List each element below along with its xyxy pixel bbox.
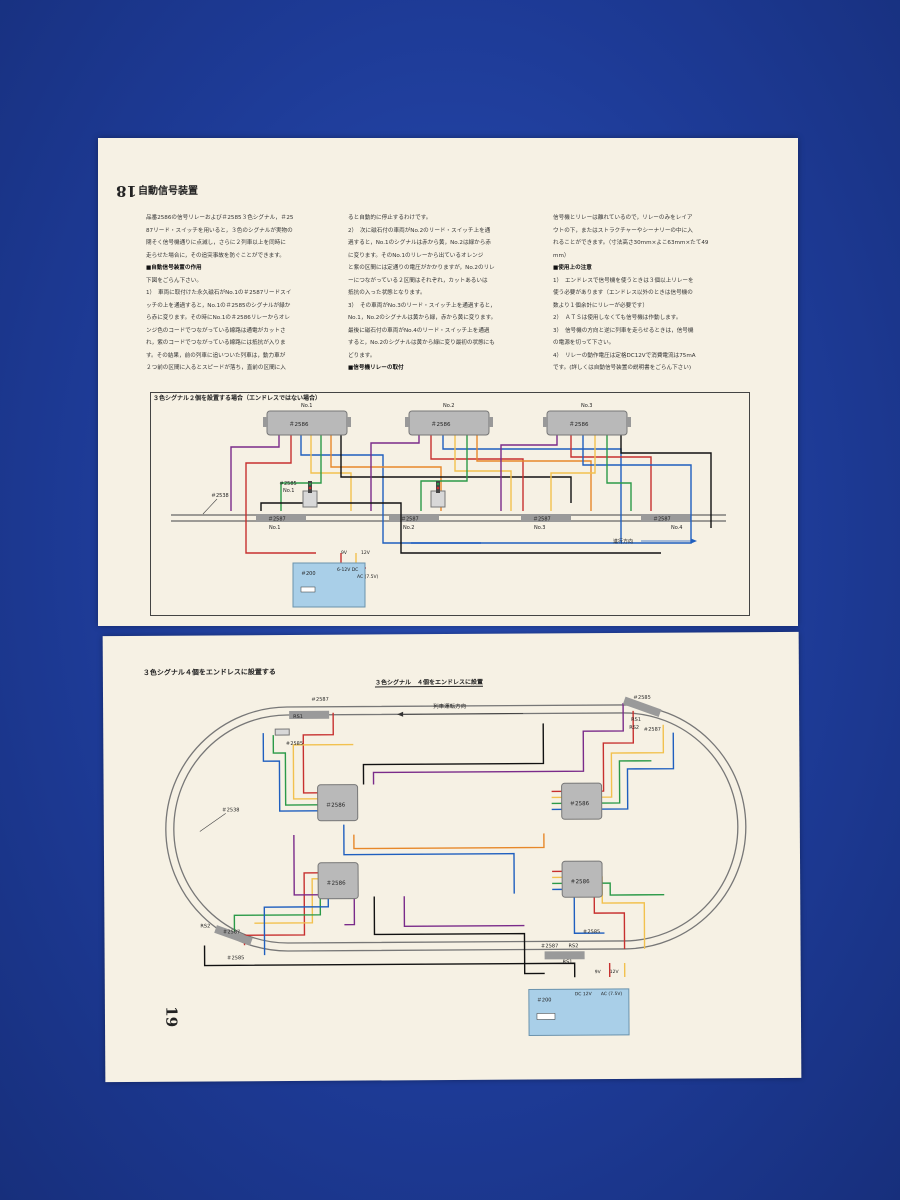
svg-text:＃2586: ＃2586 <box>289 421 309 428</box>
svg-text:RS2: RS2 <box>200 923 210 929</box>
relay-no2: ＃2586 No.2 <box>405 403 493 436</box>
reed-label-3: ＃2587 <box>533 517 551 523</box>
svg-text:＃200: ＃200 <box>301 571 316 577</box>
power-pack-2: ＃200 9V 12V DC 12V AC (7.5V) <box>528 969 630 1037</box>
svg-text:＃2538: ＃2538 <box>222 807 240 813</box>
reed-label-2: ＃2587 <box>401 517 419 523</box>
wiring-diagram-1: ３色シグナル２個を設置する場合（エンドレスではない場合） ＃2587 ＃2587… <box>150 392 750 616</box>
svg-text:AC (7.5V): AC (7.5V) <box>357 574 379 580</box>
svg-text:12V: 12V <box>610 969 620 975</box>
relay-no3: ＃2586 No.3 <box>543 403 631 436</box>
svg-text:＃2586: ＃2586 <box>570 878 590 885</box>
train-direction-arrow: 列車運転方向 <box>397 702 524 717</box>
page-19: 19 ３色シグナル４個をエンドレスに設置する ３色シグナル ４個をエンドレスに設… <box>102 631 802 1083</box>
power-pack: ＃200 9V 12V 6-12V DC AC (7.5V) <box>292 550 379 608</box>
svg-text:＃2586: ＃2586 <box>326 802 346 809</box>
signal-no2 <box>430 481 446 508</box>
relay-top-left: ＃2586 <box>317 784 359 822</box>
relay-bottom-left: ＃2586 <box>317 862 359 900</box>
svg-text:＃2586: ＃2586 <box>326 880 346 887</box>
svg-text:9V: 9V <box>341 550 348 556</box>
reed-switch-2 <box>389 514 439 522</box>
relay-bottom-right: ＃2586 <box>561 860 603 898</box>
text-column-2: ると自動的に停止するわけです。2） 次に磁石付の車両がNo.2のリード・スイッチ… <box>348 215 497 371</box>
diagram-title: ３色シグナル２個を設置する場合（エンドレスではない場合） <box>153 395 322 402</box>
svg-text:＃2585: ＃2585 <box>582 929 600 935</box>
svg-text:＃2586: ＃2586 <box>569 421 589 428</box>
wiring-diagram-2-svg: 列車運転方向 <box>165 695 747 1037</box>
svg-text:＃200: ＃200 <box>537 997 552 1003</box>
svg-text:RS2: RS2 <box>569 943 579 949</box>
svg-text:RS1: RS1 <box>563 959 573 965</box>
svg-text:RS1: RS1 <box>293 714 303 720</box>
signal-top-right: ＃2585 RS1 RS2 ＃2587 <box>622 695 662 733</box>
svg-text:＃2585: ＃2585 <box>279 481 297 487</box>
signal-bottom-left: RS2 ＃2587 ＃2585 <box>200 923 253 961</box>
svg-text:＃2587: ＃2587 <box>311 697 329 703</box>
relay-top-right: ＃2586 <box>561 782 603 820</box>
page-18: 18 自動信号装置 品番2586の信号リレーおよび＃2585３色シグナル，＃25… <box>98 138 798 626</box>
svg-text:＃2587: ＃2587 <box>541 943 559 949</box>
feeder-track: ＃2538 <box>199 807 240 832</box>
signal-no1: ＃2585 No.1 <box>279 481 318 508</box>
reed-switch-1 <box>256 514 306 522</box>
svg-text:AC (7.5V): AC (7.5V) <box>601 991 623 997</box>
svg-text:＃2587: ＃2587 <box>222 929 240 935</box>
svg-text:列車運転方向: 列車運転方向 <box>433 702 466 710</box>
page-title: 自動信号装置 <box>138 186 198 197</box>
page-number-18: 18 <box>116 182 137 200</box>
reed-label-4: ＃2587 <box>653 517 671 523</box>
svg-text:6-12V DC: 6-12V DC <box>337 567 358 573</box>
reed-switch-4 <box>641 514 691 522</box>
svg-text:＃2586: ＃2586 <box>431 421 451 428</box>
wire-bundle-1 <box>230 433 712 571</box>
feeder-label: ＃2538 <box>211 493 229 499</box>
reed-label-1: ＃2587 <box>268 517 286 523</box>
svg-text:RS1: RS1 <box>631 717 641 723</box>
svg-text:No.1: No.1 <box>283 488 294 494</box>
svg-text:No.1: No.1 <box>301 403 312 409</box>
svg-text:9V: 9V <box>595 969 602 975</box>
svg-text:＃2585: ＃2585 <box>285 741 303 747</box>
svg-text:＃2586: ＃2586 <box>570 800 590 807</box>
svg-text:RS2: RS2 <box>629 725 639 731</box>
text-column-3: 信号機とリレーは離れているので，リレーのみをレイアウトの下，またはストラクチャー… <box>553 215 709 371</box>
relay-no1: ＃2586 No.1 <box>263 403 351 436</box>
no1-track-label: No.1 <box>269 525 280 531</box>
wire-bundle-2 <box>203 702 675 978</box>
no4-track-label: No.4 <box>671 525 682 531</box>
svg-text:12V: 12V <box>361 550 371 556</box>
no2-track-label: No.2 <box>403 525 414 531</box>
direction-arrow: 進行方向 <box>613 538 697 545</box>
no3-track-label: No.3 <box>534 525 545 531</box>
signal-bottom-right: ＃2587 RS2 RS1 ＃2585 <box>541 929 601 965</box>
svg-text:No.3: No.3 <box>581 403 592 409</box>
svg-text:No.2: No.2 <box>443 403 454 409</box>
svg-text:＃2585: ＃2585 <box>227 955 245 961</box>
svg-text:＃2585: ＃2585 <box>633 695 651 701</box>
svg-text:＃2587: ＃2587 <box>643 727 661 733</box>
reed-switch-3 <box>521 514 571 522</box>
svg-text:進行方向: 進行方向 <box>613 538 633 545</box>
wiring-diagram-1-svg: ＃2587 ＃2587 ＃2587 ＃2587 No.1 No.2 No.3 N… <box>171 403 726 608</box>
svg-text:DC 12V: DC 12V <box>575 991 593 997</box>
signal-top-left: RS1 ＃2587 ＃2585 <box>274 697 330 747</box>
